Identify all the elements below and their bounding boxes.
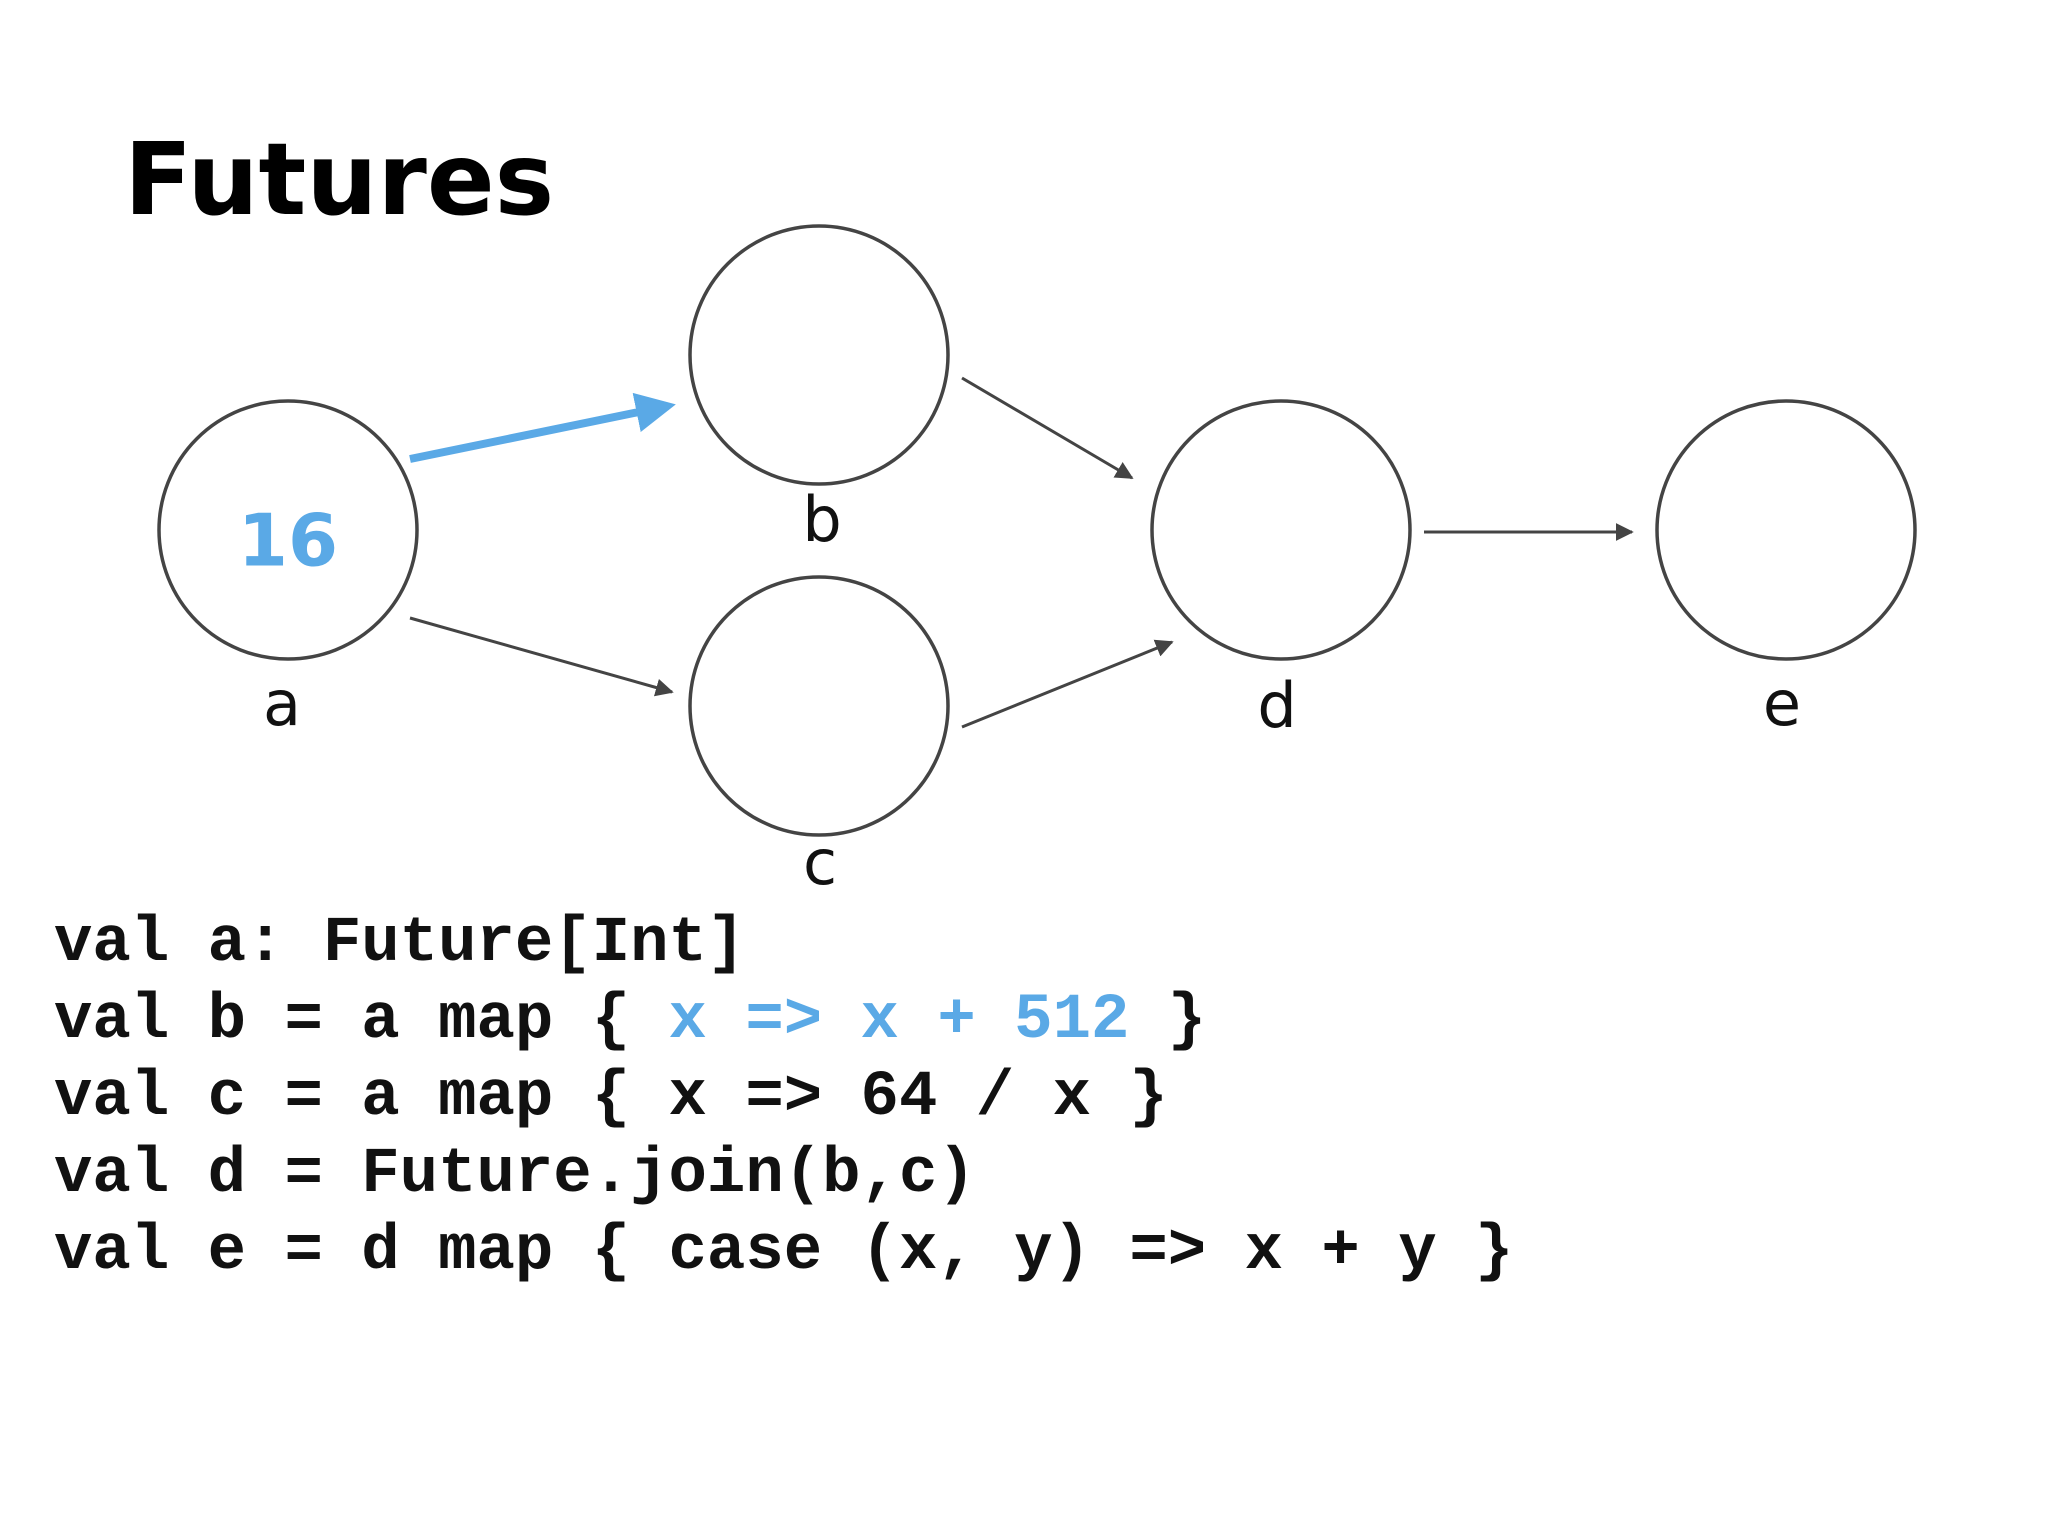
code-line-2: val b = a map { x => x + 512 } [54,983,1513,1060]
slide-title: Futures [124,121,555,238]
node-e-circle [1655,399,1917,661]
code-line-2-suffix: } [1129,985,1207,1057]
code-line-5: val e = d map { case (x, y) => x + y } [54,1216,1514,1288]
node-b: b [688,224,950,556]
node-e-label: e [1763,667,1801,740]
edge-a-to-b [409,392,676,463]
node-d: d [1150,399,1412,742]
code-line-4: val d = Future.join(b,c) [54,1139,976,1211]
node-c: c [688,575,950,899]
node-a-label: a [263,667,301,740]
node-c-label: c [803,826,837,899]
node-b-circle [688,224,950,486]
code-line-2-prefix: val b = a map { [54,985,669,1057]
code-line-1: val a: Future[Int] [54,908,746,980]
code-block: val a: Future[Int]val b = a map { x => x… [54,906,1513,1291]
edge-a-to-c [409,616,674,697]
edge-b-to-d [961,376,1134,480]
node-c-circle [688,575,950,837]
code-line-2-highlight: x => x + 512 [668,985,1130,1057]
node-a-circle [157,399,419,661]
node-a: 16 a [157,399,419,740]
edge-c-to-d [961,639,1174,729]
node-b-label: b [802,483,841,556]
node-a-value: 16 [238,499,338,583]
node-d-label: d [1257,669,1296,742]
node-d-circle [1150,399,1412,661]
node-e: e [1655,399,1917,740]
code-line-3: val c = a map { x => 64 / x } [54,1062,1168,1134]
